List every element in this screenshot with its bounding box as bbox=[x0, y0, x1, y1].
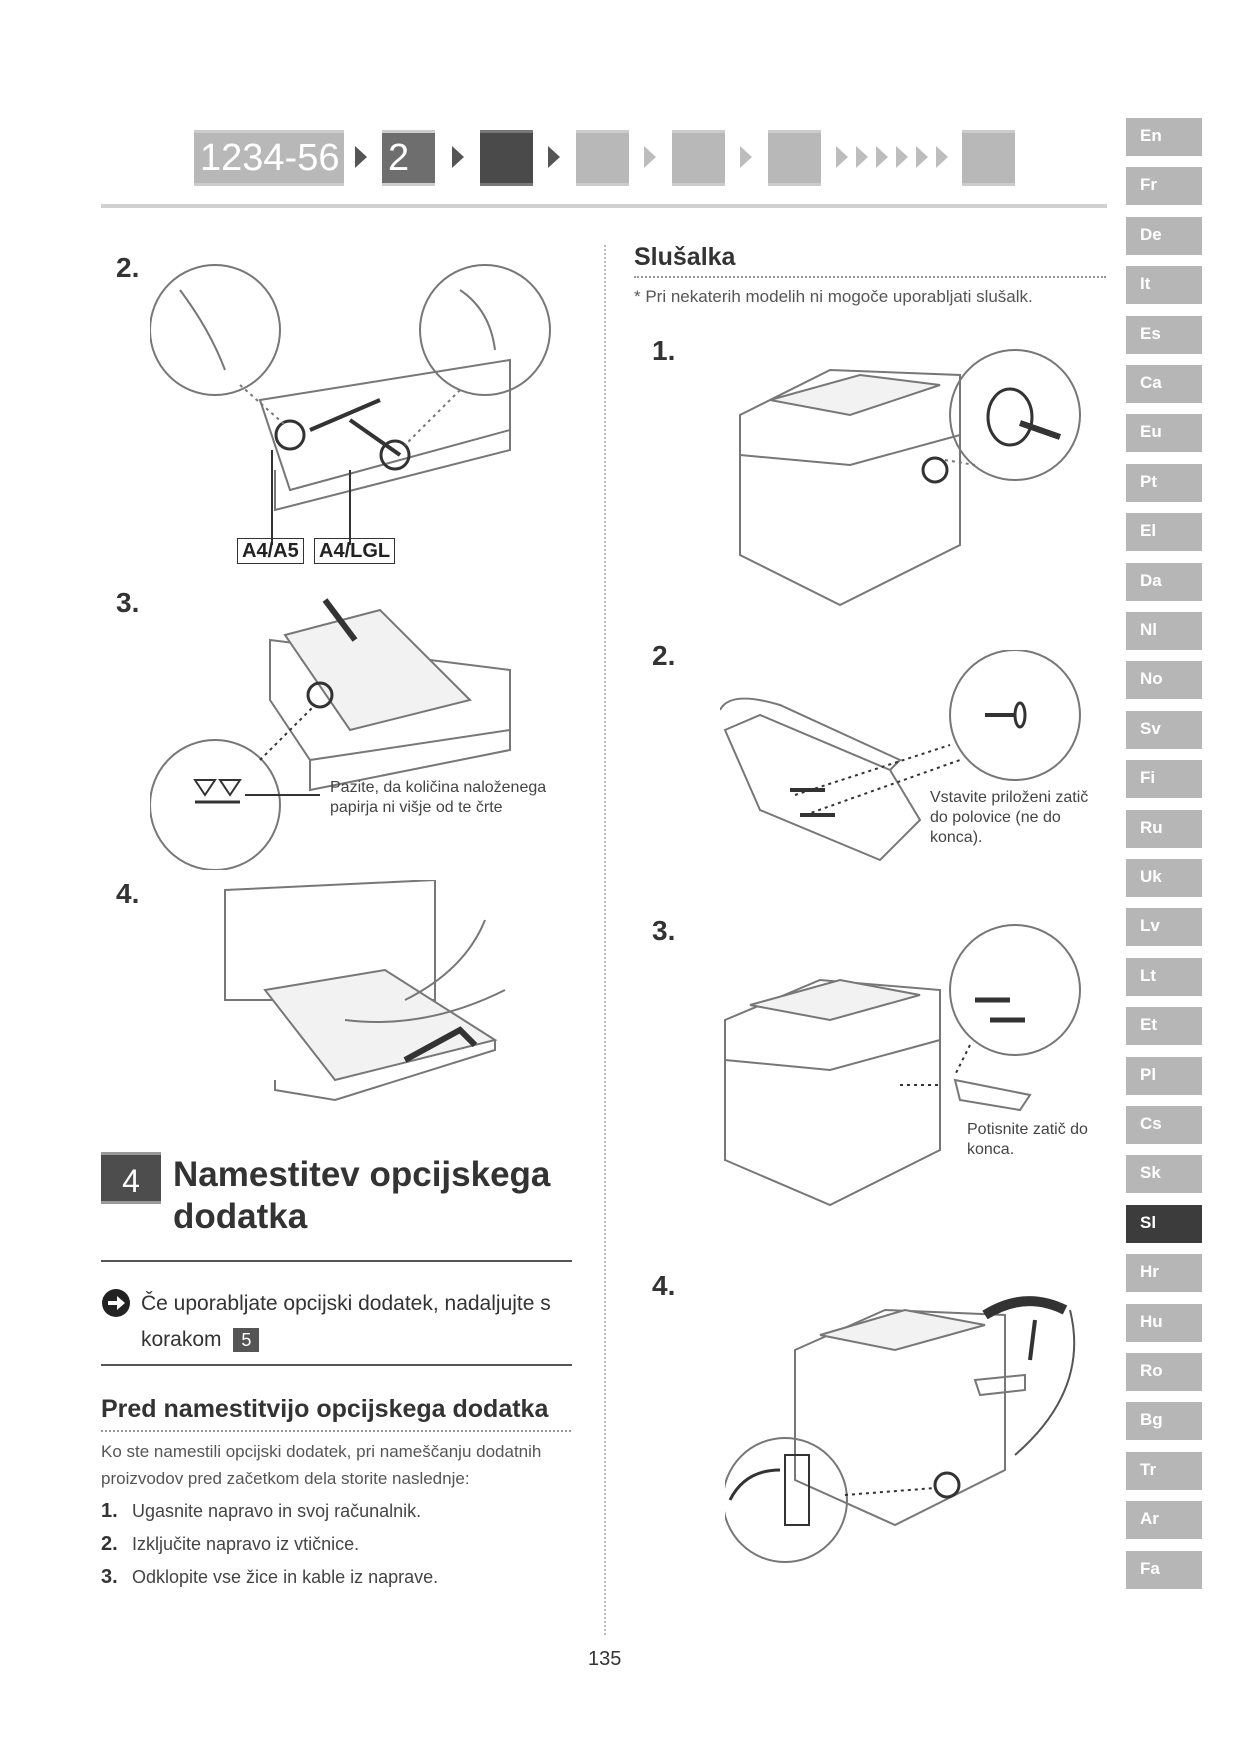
push-pin-caption: Potisnite zatič do konca. bbox=[967, 1121, 1088, 1158]
step-number: 2. bbox=[116, 252, 140, 283]
list-text: Ugasnite napravo in svoj računalnik. bbox=[132, 1501, 422, 1521]
language-tab-lt[interactable]: Lt bbox=[1126, 958, 1202, 996]
progress-step-done: 1234-56 bbox=[194, 130, 344, 186]
handset-note: * Pri nekaterih modelih ni mogoče uporab… bbox=[634, 287, 1033, 306]
language-tab-de[interactable]: De bbox=[1126, 217, 1202, 255]
arrow-icon bbox=[355, 146, 367, 168]
language-tab-lv[interactable]: Lv bbox=[1126, 908, 1202, 946]
continue-note: Če uporabljate opcijski dodatek, nadalju… bbox=[141, 1286, 571, 1358]
language-tab-eu[interactable]: Eu bbox=[1126, 414, 1202, 452]
language-tab-sk[interactable]: Sk bbox=[1126, 1155, 1202, 1193]
progress-step bbox=[768, 130, 821, 186]
divider bbox=[101, 1260, 572, 1262]
step-number: 4. bbox=[652, 1270, 676, 1301]
step-number: 3. bbox=[116, 587, 140, 618]
insert-pin-caption: Vstavite priloženi zatič do polovice (ne… bbox=[930, 789, 1089, 846]
remove-cap-illustration bbox=[739, 349, 1081, 607]
arrow-icon bbox=[740, 146, 752, 168]
list-number: 2. bbox=[101, 1533, 118, 1555]
progress-step bbox=[672, 130, 725, 186]
language-tab-fa[interactable]: Fa bbox=[1126, 1551, 1202, 1589]
language-tab-hr[interactable]: Hr bbox=[1126, 1254, 1202, 1292]
language-tab-da[interactable]: Da bbox=[1126, 563, 1202, 601]
progress-current-label: 2 bbox=[388, 137, 410, 179]
step-number: 3. bbox=[652, 915, 676, 946]
progress-step bbox=[962, 130, 1015, 186]
list-number: 3. bbox=[101, 1566, 118, 1588]
handset-heading: Slušalka bbox=[634, 243, 736, 271]
language-tab-ro[interactable]: Ro bbox=[1126, 1353, 1202, 1391]
paper-load-illustration bbox=[150, 598, 511, 870]
language-tab-ar[interactable]: Ar bbox=[1126, 1501, 1202, 1539]
column-divider bbox=[604, 245, 606, 1635]
section-number: 4 bbox=[101, 1152, 161, 1204]
language-tab-sl[interactable]: Sl bbox=[1126, 1205, 1202, 1243]
progress-label: 1234-56 bbox=[200, 137, 340, 179]
language-tab-it[interactable]: It bbox=[1126, 266, 1202, 304]
label-a4-a5: A4/A5 bbox=[237, 538, 304, 564]
push-pin-illustration bbox=[724, 924, 1081, 1207]
subheading: Pred namestitvijo opcijskega dodatka bbox=[101, 1395, 549, 1423]
arrow-icon bbox=[856, 146, 868, 168]
arrow-icon bbox=[916, 146, 928, 168]
continue-note-text: Če uporabljate opcijski dodatek, nadalju… bbox=[141, 1292, 551, 1351]
list-item: 2. Izključite napravo iz vtičnice. bbox=[101, 1533, 359, 1556]
intro-paragraph: Ko ste namestili opcijski dodatek, pri n… bbox=[101, 1442, 542, 1488]
divider bbox=[101, 1364, 572, 1366]
step-number: 2. bbox=[652, 640, 676, 671]
list-item: 3. Odklopite vse žice in kable iz naprave… bbox=[101, 1566, 438, 1589]
language-tab-tr[interactable]: Tr bbox=[1126, 1452, 1202, 1490]
arrow-icon bbox=[876, 146, 888, 168]
arrow-icon bbox=[452, 146, 464, 168]
language-tab-hu[interactable]: Hu bbox=[1126, 1304, 1202, 1342]
language-tab-no[interactable]: No bbox=[1126, 661, 1202, 699]
language-tab-ru[interactable]: Ru bbox=[1126, 810, 1202, 848]
step-number: 4. bbox=[116, 878, 140, 909]
header-rule bbox=[101, 204, 1107, 208]
step-tag: 5 bbox=[233, 1328, 260, 1352]
language-tab-sv[interactable]: Sv bbox=[1126, 711, 1202, 749]
attach-handset-illustration bbox=[725, 1296, 1076, 1563]
language-tab-fr[interactable]: Fr bbox=[1126, 167, 1202, 205]
arrow-icon bbox=[936, 146, 948, 168]
list-text: Izključite napravo iz vtičnice. bbox=[132, 1534, 360, 1554]
language-tab-pl[interactable]: Pl bbox=[1126, 1057, 1202, 1095]
language-tab-bg[interactable]: Bg bbox=[1126, 1402, 1202, 1440]
language-tab-en[interactable]: En bbox=[1126, 118, 1202, 156]
insert-tray-illustration bbox=[224, 880, 506, 1102]
list-item: 1. Ugasnite napravo in svoj računalnik. bbox=[101, 1500, 421, 1523]
arrow-icon bbox=[836, 146, 848, 168]
language-tab-fi[interactable]: Fi bbox=[1126, 760, 1202, 798]
insert-pin-illustration bbox=[720, 650, 1081, 862]
progress-step-current: 2 bbox=[382, 130, 435, 186]
paper-level-caption: Pazite, da količina naloženega papirja n… bbox=[330, 779, 547, 816]
page-number: 135 bbox=[588, 1648, 622, 1670]
paper-guide-illustration bbox=[150, 264, 551, 545]
dotted-divider bbox=[101, 1430, 571, 1432]
section-title: Namestitev opcijskega dodatka bbox=[173, 1154, 573, 1238]
language-tab-el[interactable]: El bbox=[1126, 513, 1202, 551]
arrow-icon bbox=[644, 146, 656, 168]
step-number: 1. bbox=[652, 335, 676, 366]
language-tab-pt[interactable]: Pt bbox=[1126, 464, 1202, 502]
progress-step-active bbox=[480, 130, 533, 186]
arrow-icon bbox=[896, 146, 908, 168]
language-tab-et[interactable]: Et bbox=[1126, 1007, 1202, 1045]
list-text: Odklopite vse žice in kable iz naprave. bbox=[132, 1567, 439, 1587]
language-tab-es[interactable]: Es bbox=[1126, 316, 1202, 354]
list-number: 1. bbox=[101, 1500, 118, 1522]
progress-step bbox=[576, 130, 629, 186]
arrow-icon bbox=[548, 146, 560, 168]
language-tab-cs[interactable]: Cs bbox=[1126, 1106, 1202, 1144]
arrow-circle-icon bbox=[102, 1289, 130, 1317]
dotted-divider bbox=[634, 276, 1106, 278]
section-title-text: Namestitev opcijskega dodatka bbox=[173, 1155, 551, 1236]
label-a4-lgl: A4/LGL bbox=[314, 538, 396, 564]
language-tab-ca[interactable]: Ca bbox=[1126, 365, 1202, 403]
language-tab-nl[interactable]: Nl bbox=[1126, 612, 1202, 650]
language-tab-uk[interactable]: Uk bbox=[1126, 859, 1202, 897]
